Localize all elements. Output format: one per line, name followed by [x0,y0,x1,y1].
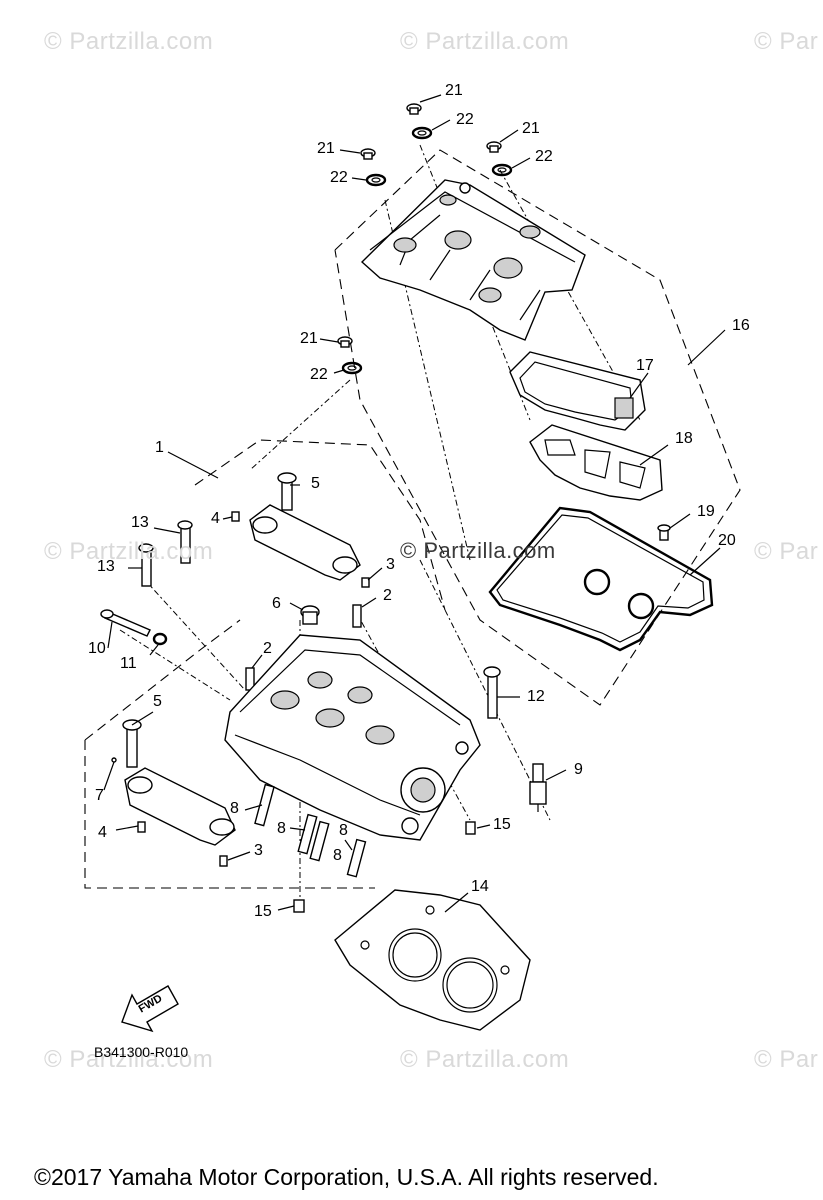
callout-21: 21 [445,82,463,99]
bolt-21-c [486,141,502,153]
bolts-13 [138,520,193,587]
plug-6 [300,605,320,625]
callout-3: 3 [386,556,395,573]
callout-18: 18 [675,430,693,447]
callout-8: 8 [333,847,342,864]
watermark-edge: © Par [754,28,819,55]
washer-22-d [341,361,363,375]
callout-22: 22 [535,148,553,165]
copyright-notice: ©2017 Yamaha Motor Corporation, U.S.A. A… [34,1164,659,1190]
callout-4: 4 [211,510,220,527]
watermark: © Partzilla.com [44,1046,214,1073]
bolt-10 [100,609,151,637]
bolt-19 [657,524,671,541]
watermark: © Partzilla.com [400,1046,570,1073]
watermark: © Partzilla.com [400,28,570,55]
callout-17: 17 [636,357,654,374]
cylinder-head-cover [360,179,586,341]
callout-5: 5 [153,693,162,710]
callout-22: 22 [330,169,348,186]
callout-20: 20 [718,532,736,549]
callout-8: 8 [277,820,286,837]
cover-bolts [337,103,513,375]
callout-19: 19 [697,503,715,520]
callout-22: 22 [456,111,474,128]
bolt-21-a [406,103,422,115]
callout-12: 12 [527,688,545,705]
bolt-21-b [360,148,376,160]
callout-16: 16 [732,317,750,334]
callout-21: 21 [300,330,318,347]
camshaft-cap-lower [111,719,236,867]
cylinder-head [224,634,481,841]
bolt-21-d [337,336,353,348]
watermark-edge: © Par [754,538,819,565]
callout-2: 2 [383,587,392,604]
gasket-17 [509,351,646,431]
head-gasket-14 [334,889,531,1031]
callout-8: 8 [230,800,239,817]
washer-22-c [491,163,513,177]
callout-2: 2 [263,640,272,657]
callout-8: 8 [339,822,348,839]
callout-21: 21 [317,140,335,157]
assembly-outline-16 [334,149,741,706]
gasket-20 [488,506,714,652]
fwd-arrow [121,985,179,1033]
studs-8 [254,783,367,878]
callout-15: 15 [254,903,272,920]
watermark: © Partzilla.com [44,28,214,55]
callout-10: 10 [88,640,106,657]
callout-13: 13 [131,514,149,531]
gasket-18 [529,424,663,501]
watermark-edge: © Par [754,1046,819,1073]
callout-14: 14 [471,878,489,895]
leader-lines [103,94,726,913]
camshaft-cap-upper [231,472,370,588]
callout-13: 13 [97,558,115,575]
callout-9: 9 [574,761,583,778]
callout-11: 11 [120,655,137,672]
callout-1: 1 [155,439,164,456]
callout-3: 3 [254,842,263,859]
callout-21: 21 [522,120,540,137]
callout-4: 4 [98,824,107,841]
callout-22: 22 [310,366,328,383]
washer-22-a [411,126,433,140]
callout-6: 6 [272,595,281,612]
bolt-12 [483,666,501,719]
washer-11 [152,632,168,646]
callout-7: 7 [95,787,104,804]
assembly-outline-1 [84,439,446,889]
watermark-center: © Partzilla.com [400,538,556,563]
spark-plug-9 [529,763,547,812]
callout-15: 15 [493,816,511,833]
callout-5: 5 [311,475,320,492]
watermark: © Partzilla.com [44,538,214,565]
washer-22-b [365,173,387,187]
catalog-number: B341300-R010 [94,1044,189,1060]
